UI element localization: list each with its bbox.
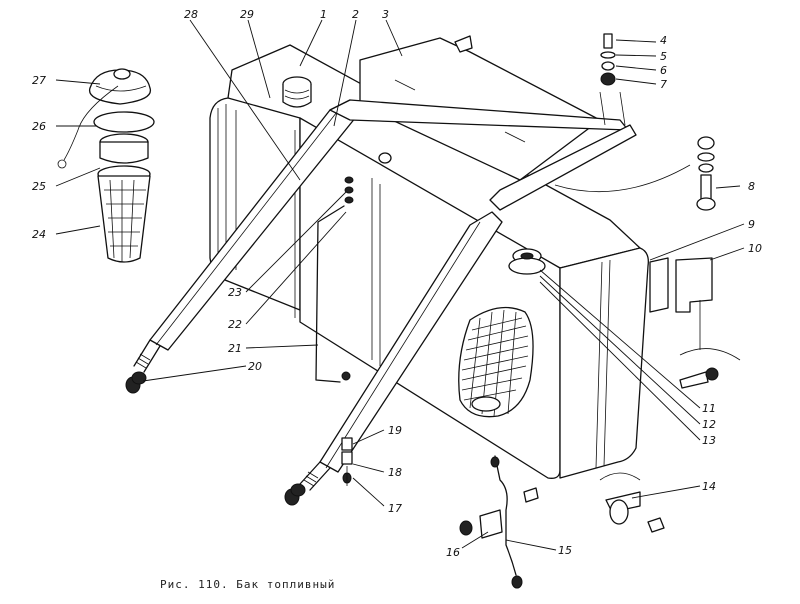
callout-7: 7: [660, 78, 667, 91]
callout-26: 26: [32, 120, 46, 133]
callout-11: 11: [702, 402, 716, 415]
strap-rear: [329, 99, 637, 211]
callout-20: 20: [248, 360, 262, 373]
callout-14: 14: [702, 480, 716, 493]
callout-2: 2: [352, 8, 359, 21]
fuel-line-21: [315, 152, 392, 383]
drain-fitting: [341, 437, 353, 486]
callout-8: 8: [748, 180, 755, 193]
callout-10: 10: [748, 242, 762, 255]
callout-9: 9: [748, 218, 755, 231]
callout-22: 22: [228, 318, 242, 331]
callout-17: 17: [388, 502, 402, 515]
leader-lines: [55, 19, 745, 551]
callout-23: 23: [228, 286, 242, 299]
callout-6: 6: [660, 64, 667, 77]
callout-27: 27: [32, 74, 46, 87]
callout-4: 4: [660, 34, 667, 47]
callout-16: 16: [446, 546, 460, 559]
callout-21: 21: [228, 342, 242, 355]
mounting-brackets: [649, 257, 741, 389]
filler-cap-assembly: [57, 68, 155, 263]
callout-3: 3: [382, 8, 389, 21]
strap-right: [299, 211, 503, 491]
callout-28: 28: [184, 8, 198, 21]
callout-1: 1: [320, 8, 327, 21]
sender-unit: [508, 248, 546, 275]
callout-19: 19: [388, 424, 402, 437]
callout-24: 24: [32, 228, 46, 241]
callout-12: 12: [702, 418, 716, 431]
callout-labels: 1 2 3 4 5 6 7 8 9 10 11 12 13 14 15 16 1…: [32, 8, 762, 559]
callout-15: 15: [558, 544, 572, 557]
callout-18: 18: [388, 466, 402, 479]
callout-5: 5: [660, 50, 667, 63]
filler-neck: [282, 76, 312, 108]
fasteners-set: [554, 33, 716, 211]
strap-nut: [125, 371, 306, 506]
callout-29: 29: [240, 8, 254, 21]
fuel-line-15: [459, 455, 665, 589]
callout-25: 25: [32, 180, 46, 193]
callout-13: 13: [702, 434, 716, 447]
figure-caption: Рис. 110. Бак топливный: [160, 578, 336, 591]
